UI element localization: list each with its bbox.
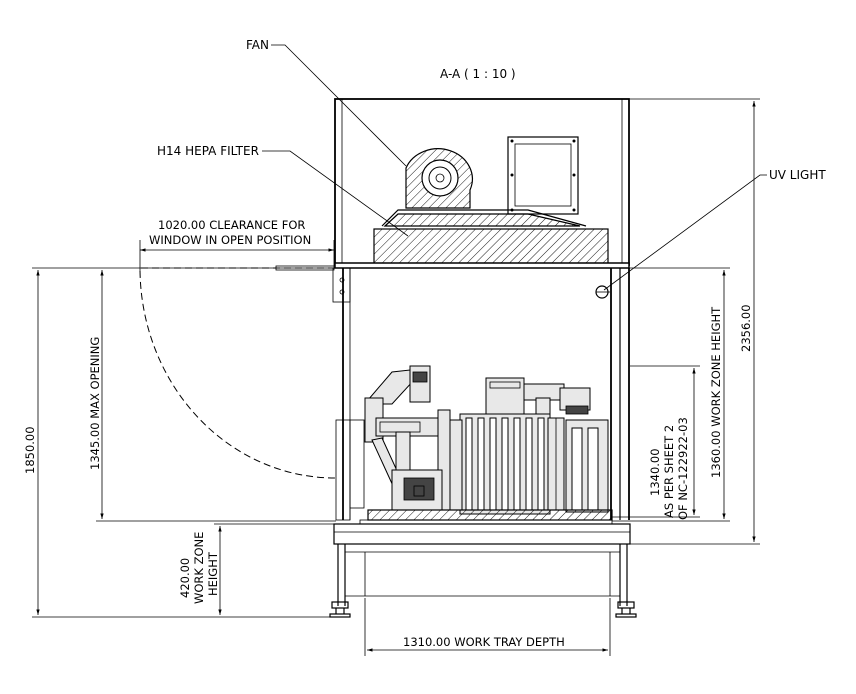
- label-fan: FAN: [246, 38, 269, 52]
- label-uv-light: UV LIGHT: [769, 168, 826, 182]
- label-hepa-filter: H14 HEPA FILTER: [157, 144, 259, 158]
- dim-max-opening: 1345.00 MAX OPENING: [88, 270, 336, 522]
- base-stand: [329, 523, 637, 618]
- hepa-filter: [373, 228, 609, 266]
- work-tray: [359, 509, 613, 525]
- callout-uv: UV LIGHT: [603, 168, 826, 291]
- dim-420: 420.00 WORK ZONE HEIGHT: [178, 523, 334, 615]
- label-clearance-line2: WINDOW IN OPEN POSITION: [149, 233, 311, 247]
- label-420-line1: 420.00: [178, 558, 192, 598]
- robot-arm: [364, 365, 451, 511]
- label-tray-depth: 1310.00 WORK TRAY DEPTH: [403, 635, 565, 649]
- label-1850: 1850.00: [23, 426, 37, 474]
- dim-1360: 1360.00 WORK ZONE HEIGHT: [612, 267, 730, 522]
- motor-box: [507, 136, 579, 215]
- callout-hepa: H14 HEPA FILTER: [157, 144, 409, 237]
- filter-plenum: [381, 209, 587, 227]
- work-zone-enclosure: [275, 265, 630, 521]
- dim-2356: 2356.00: [630, 98, 760, 545]
- label-clearance-line1: 1020.00 CLEARANCE FOR: [158, 218, 305, 232]
- label-max-opening: 1345.00 MAX OPENING: [88, 337, 102, 470]
- lab-racks: [449, 377, 609, 515]
- section-title: A-A ( 1 : 10 ): [440, 67, 516, 81]
- callout-fan: FAN: [246, 38, 407, 167]
- uv-light: [595, 285, 610, 299]
- label-420-line2: WORK ZONE: [192, 532, 206, 604]
- label-1340-line3: OF NC-122922-03: [676, 417, 690, 520]
- dim-1850: 1850.00: [23, 267, 336, 618]
- label-1340-line1: 1340.00: [648, 448, 662, 496]
- dim-tray-depth: 1310.00 WORK TRAY DEPTH: [364, 598, 611, 656]
- label-420-line3: HEIGHT: [206, 551, 220, 596]
- label-2356: 2356.00: [739, 304, 753, 352]
- fan-blower: [405, 148, 473, 209]
- dim-clearance: 1020.00 CLEARANCE FOR WINDOW IN OPEN POS…: [140, 218, 335, 266]
- dim-1340: 1340.00 AS PER SHEET 2 OF NC-122922-03: [612, 365, 700, 520]
- label-1340-line2: AS PER SHEET 2: [662, 425, 676, 518]
- sash-swing-arc: [139, 267, 336, 479]
- deck-plate: [334, 262, 630, 269]
- label-1360: 1360.00 WORK ZONE HEIGHT: [709, 306, 723, 478]
